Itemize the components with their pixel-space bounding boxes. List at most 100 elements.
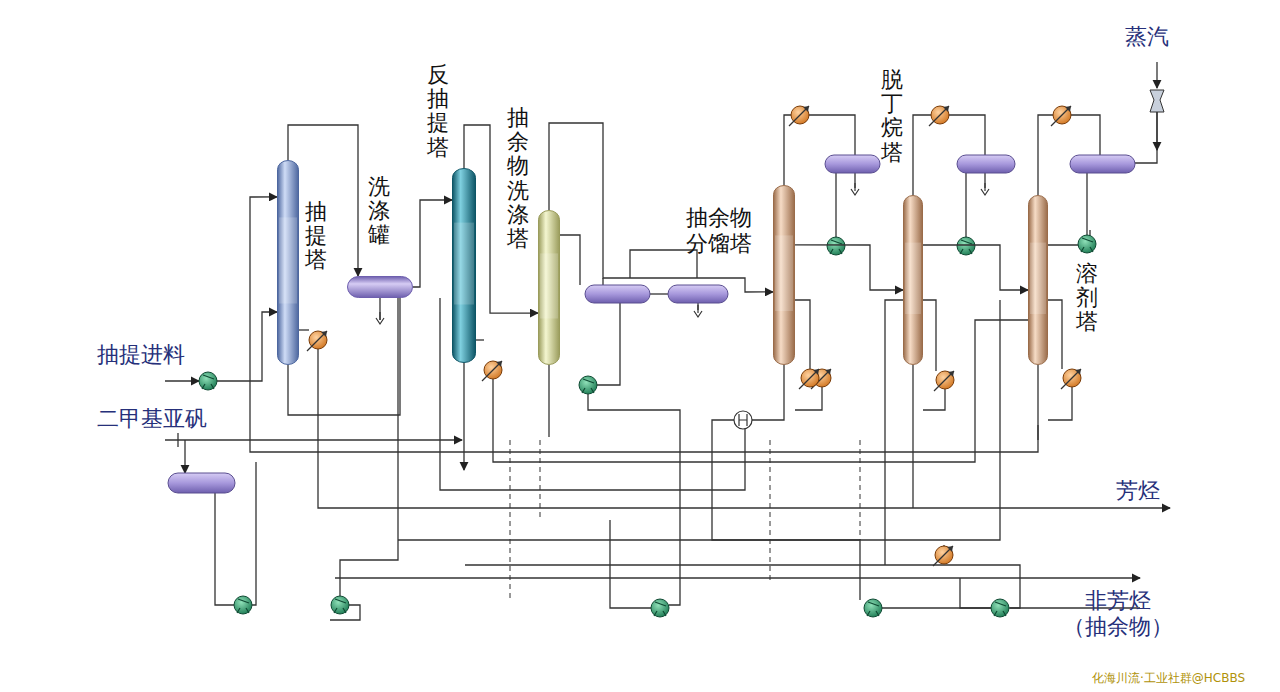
process-stream — [795, 245, 903, 290]
process-pipe — [560, 235, 580, 285]
tower-body — [1029, 196, 1048, 365]
pump-symbol — [579, 376, 597, 394]
tower-body — [539, 211, 560, 365]
process-pipe — [340, 298, 398, 596]
pump-symbol — [827, 237, 845, 255]
process-pipe — [602, 278, 603, 285]
heat-exchanger-symbol — [789, 106, 809, 126]
equipment-label: 溶剂塔 — [1076, 262, 1098, 335]
hidden-pipe — [770, 440, 771, 580]
process-pipe — [165, 439, 462, 440]
pump-symbol — [864, 599, 882, 617]
process-pipe — [835, 173, 836, 239]
pump-symbol — [234, 596, 252, 614]
drum-vessel — [1070, 155, 1135, 173]
process-pipe — [440, 298, 745, 490]
process-pipe — [1086, 173, 1087, 239]
process-pipe — [960, 578, 991, 608]
process-pipe — [318, 365, 1170, 508]
process-pipe — [177, 433, 178, 447]
column-vessel: 抽提塔 — [277, 160, 299, 365]
stream-label: 蒸汽 — [1125, 24, 1169, 50]
equipment-label: 洗涤罐 — [368, 175, 390, 248]
hidden-pipe — [510, 440, 860, 600]
heat-exchanger-symbol — [1061, 369, 1081, 389]
heat-exchanger-symbol — [307, 331, 327, 351]
pump-symbol — [331, 596, 349, 614]
tower-body — [453, 169, 476, 363]
drum-body — [348, 277, 413, 298]
heat-exchanger-symbol — [482, 361, 502, 381]
drain-symbol — [694, 305, 702, 317]
process-pipe — [1048, 387, 1072, 420]
process-pipe — [493, 320, 1028, 462]
process-pipe — [1135, 112, 1157, 163]
equipment-label: 脱丁烷塔 — [881, 68, 903, 165]
drain-symbol — [981, 183, 989, 195]
interchanger-symbol — [734, 411, 752, 429]
steam-ejector — [1150, 90, 1164, 112]
tower-outline — [538, 210, 560, 365]
process-pipe — [476, 339, 484, 340]
process-stream — [549, 123, 773, 292]
pump-symbol — [991, 599, 1009, 617]
drum-vessel — [825, 155, 880, 173]
process-pipe — [712, 420, 860, 600]
process-pipe — [923, 300, 936, 371]
drum-vessel — [957, 155, 1015, 173]
pump-symbol — [199, 235, 1096, 617]
pump-symbol — [1078, 235, 1096, 253]
equipment-label: 抽提塔 — [305, 200, 327, 273]
stream-label: 二甲基亚矾 — [97, 406, 207, 432]
column-vessel: 抽余物洗涤塔 — [538, 210, 560, 365]
process-pipe — [650, 293, 668, 294]
stream-label: 非芳烃 （抽余物） — [1060, 588, 1177, 641]
equipment-label: 抽余物洗涤塔 — [507, 106, 529, 251]
process-pipe — [317, 349, 318, 365]
process-pipe — [923, 389, 945, 410]
heat-exchanger-symbol — [933, 546, 953, 566]
heat-exchanger-symbol — [929, 106, 949, 126]
equipment-label: 抽余物 分馏塔 — [686, 205, 761, 258]
drain-symbol — [851, 183, 859, 195]
process-pipe — [784, 115, 855, 185]
hidden-pipe — [860, 440, 861, 540]
watermark: 化海川流·工业社群@HCBBS — [1092, 671, 1245, 685]
drum-vessel: 洗涤罐 — [347, 276, 413, 298]
tower-outline — [1028, 195, 1048, 365]
packing-section — [540, 253, 558, 318]
process-pipe — [1156, 112, 1157, 150]
process-pipe — [965, 173, 966, 239]
pump-symbol — [651, 599, 669, 617]
label-holder: 化海川流·工业社群@HCBBS — [1092, 671, 1245, 685]
column-vessel: 反抽提塔 — [452, 168, 476, 363]
heat-exchanger-symbol — [934, 371, 954, 391]
tower-outline — [452, 168, 476, 363]
process-pipe — [299, 329, 309, 330]
process-pipe — [463, 363, 464, 470]
tower-body — [774, 186, 795, 365]
hidden-pipe — [510, 440, 511, 600]
process-pipe — [465, 565, 1020, 608]
process-pipe — [588, 394, 680, 605]
process-pipe — [1156, 62, 1157, 88]
process-pipe — [610, 520, 651, 608]
stream-label: 抽提进料 — [97, 342, 185, 368]
label-holder: 芳烃 — [1116, 478, 1160, 504]
drum-vessel — [585, 285, 650, 303]
process-pipe — [288, 298, 400, 415]
tower-outline — [903, 195, 923, 365]
process-pipe — [217, 312, 277, 381]
steam-ejector — [1150, 90, 1164, 112]
column-vessel: 溶剂塔 — [1028, 195, 1048, 365]
equipment-label: 反抽提塔 — [427, 63, 449, 160]
packing-section — [905, 243, 921, 314]
pump-symbol — [199, 372, 217, 390]
packing-section — [454, 223, 474, 305]
drum-outline — [347, 276, 413, 298]
label-holder: 抽提进料 — [97, 342, 185, 368]
heat-exchanger-symbol — [307, 106, 1081, 566]
process-pipe — [215, 493, 234, 605]
label-holder: 二甲基亚矾 — [97, 406, 207, 432]
process-pipe — [548, 365, 549, 437]
